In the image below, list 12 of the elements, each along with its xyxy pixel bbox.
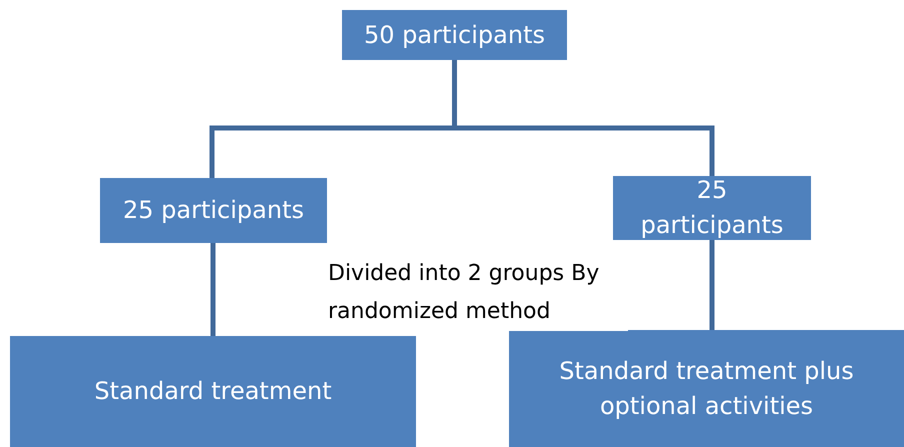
box-text: 50 participants — [364, 20, 545, 51]
box-text: Standard treatment — [94, 376, 332, 408]
connector-line — [210, 243, 216, 336]
box-text: 25 participants — [123, 195, 304, 226]
process-box — [613, 176, 811, 240]
process-box — [342, 10, 567, 60]
process-box — [509, 330, 904, 447]
process-box — [100, 178, 327, 243]
connector-line — [710, 240, 714, 330]
box-text: 25 participants — [640, 175, 784, 241]
process-box — [10, 336, 416, 447]
box-text: Standard treatment plus optional activities — [558, 356, 855, 422]
